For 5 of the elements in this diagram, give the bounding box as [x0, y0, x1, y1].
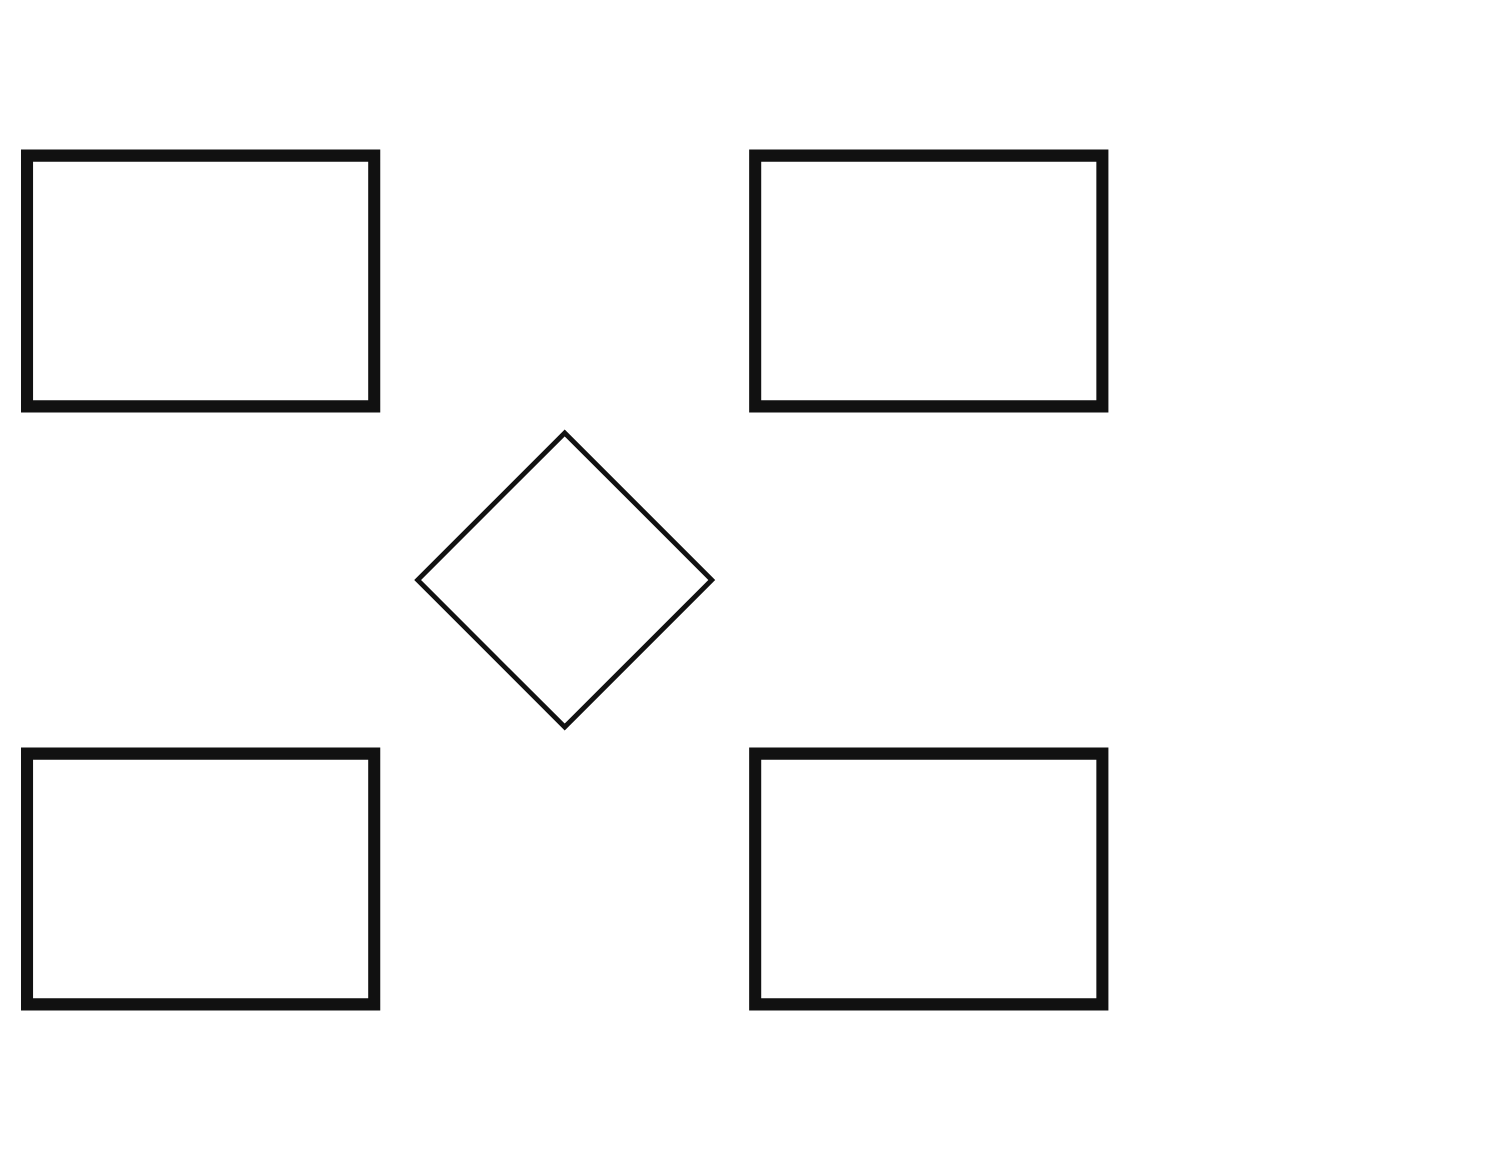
- node-diamond: [414, 429, 716, 731]
- node-box: [21, 747, 381, 1011]
- node-box: [21, 149, 381, 413]
- node-box: [749, 149, 1109, 413]
- node-box: [749, 747, 1109, 1011]
